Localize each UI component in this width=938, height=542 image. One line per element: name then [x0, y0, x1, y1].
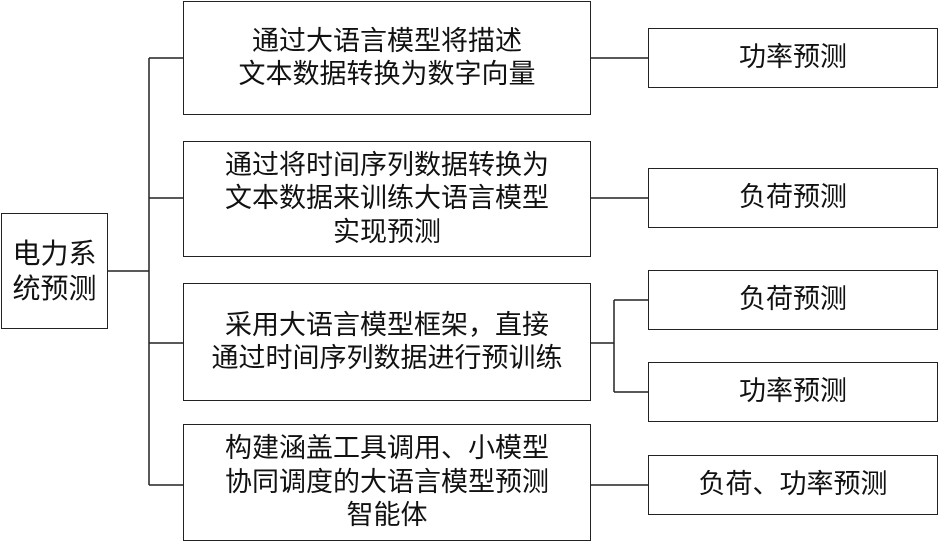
method-node-3-label: 采用大语言模型框架，直接 通过时间序列数据进行预训练: [211, 309, 563, 374]
result-node-2-label: 负荷预测: [739, 182, 847, 214]
result-node-5: 负荷、功率预测: [648, 455, 938, 515]
result-node-1: 功率预测: [648, 28, 938, 88]
method-node-2: 通过将时间序列数据转换为 文本数据来训练大语言模型 实现预测: [183, 141, 591, 257]
result-node-3: 负荷预测: [648, 270, 938, 330]
result-node-2: 负荷预测: [648, 168, 938, 228]
method-node-4-label: 构建涵盖工具调用、小模型 协同调度的大语言模型预测 智能体: [225, 433, 549, 532]
root-node: 电力系 统预测: [1, 213, 108, 329]
result-node-5-label: 负荷、功率预测: [698, 469, 888, 501]
method-node-1: 通过大语言模型将描述 文本数据转换为数字向量: [183, 1, 591, 115]
method-node-1-label: 通过大语言模型将描述 文本数据转换为数字向量: [238, 25, 536, 90]
result-node-1-label: 功率预测: [739, 42, 847, 74]
method-node-2-label: 通过将时间序列数据转换为 文本数据来训练大语言模型 实现预测: [225, 149, 549, 248]
result-node-4-label: 功率预测: [739, 376, 847, 408]
root-node-label: 电力系 统预测: [12, 237, 97, 305]
result-node-4: 功率预测: [648, 362, 938, 422]
method-node-4: 构建涵盖工具调用、小模型 协同调度的大语言模型预测 智能体: [183, 424, 591, 541]
method-node-3: 采用大语言模型框架，直接 通过时间序列数据进行预训练: [183, 283, 591, 401]
result-node-3-label: 负荷预测: [739, 284, 847, 316]
